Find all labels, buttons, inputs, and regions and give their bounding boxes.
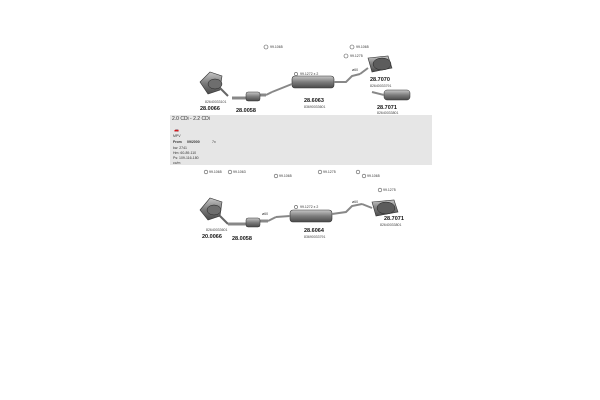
upper-clamps xyxy=(263,44,355,76)
upper-p2-ref: 28.0058 xyxy=(236,108,256,114)
lower-p3-code: 83690033791 xyxy=(304,235,326,239)
upper-p1-ref: 28.0066 xyxy=(200,106,220,112)
lower-p1-code: 82640033601 xyxy=(206,228,228,232)
spec-line-2: Hm: 60-89-110 xyxy=(173,151,197,155)
upper-p3-ref: 28.6063 xyxy=(304,98,324,104)
lower-clip-6: 99.1275 xyxy=(383,188,396,192)
lower-clip-1: 99.1065 xyxy=(209,170,222,174)
lower-p2-ref: 28.0058 xyxy=(232,236,252,242)
spec-line-3: Ps: 109-116-180 xyxy=(173,156,199,160)
upper-center-muffler xyxy=(271,73,361,93)
spec-from-value: 09/2000 xyxy=(187,140,200,144)
lower-clip-3: 99.1065 xyxy=(279,174,292,178)
lower-clip-4: 99.1275 xyxy=(323,170,336,174)
spec-engine: 2.0 CDi - 2.2 CDi xyxy=(172,116,210,122)
upper-p1-code: 82640033101 xyxy=(205,100,227,104)
upper-p4-ref: 28.7070 xyxy=(370,77,390,83)
upper-p4-code: 82640033791 xyxy=(370,84,392,88)
upper-rear-muffler-alt xyxy=(371,89,411,101)
lower-clip-7: 99.1272 x 2 xyxy=(300,205,319,209)
upper-p5-ref: 28.7071 xyxy=(377,105,397,111)
lower-rear-muffler xyxy=(361,199,399,217)
lower-mid-pipe xyxy=(228,216,277,228)
upper-mid-pipe xyxy=(232,91,273,102)
lower-clamps xyxy=(203,169,383,209)
lower-center-muffler xyxy=(275,203,363,223)
upper-front-catalyst xyxy=(199,71,229,97)
spec-line-1: kw: 2741 xyxy=(173,146,188,150)
spec-line-4: cc/m xyxy=(173,161,181,165)
car-icon: 🚗 xyxy=(174,127,179,132)
lower-p4-code: 82640033801 xyxy=(380,223,402,227)
lower-dim-2: ø60 xyxy=(352,200,359,204)
spec-from-label: From xyxy=(173,140,182,144)
lower-front-catalyst xyxy=(199,197,229,225)
lower-dim-1: ø60 xyxy=(262,212,269,216)
upper-clip-2: 99.1065 xyxy=(356,45,369,49)
spec-band xyxy=(170,115,432,165)
upper-clip-4: 99.1272 x 2 xyxy=(300,72,319,76)
lower-clip-5: 99.1065 xyxy=(367,174,380,178)
upper-dim-1: ø60 xyxy=(352,68,359,72)
upper-p3-code: 83690033601 xyxy=(304,105,326,109)
spec-vehicle-type: MPV xyxy=(173,134,181,138)
upper-rear-muffler xyxy=(359,55,393,75)
upper-clip-3: 99.1275 xyxy=(350,54,363,58)
upper-p5-code: 82640033801 xyxy=(377,111,399,115)
lower-p4-ref: 28.7071 xyxy=(384,216,404,222)
spec-suffix: 7x xyxy=(212,140,216,144)
upper-clip-1: 99.1065 xyxy=(270,45,283,49)
lower-p1-ref: 20.0066 xyxy=(202,234,222,240)
lower-clip-2: 99.1063 xyxy=(233,170,246,174)
lower-p3-ref: 28.6064 xyxy=(304,228,324,234)
